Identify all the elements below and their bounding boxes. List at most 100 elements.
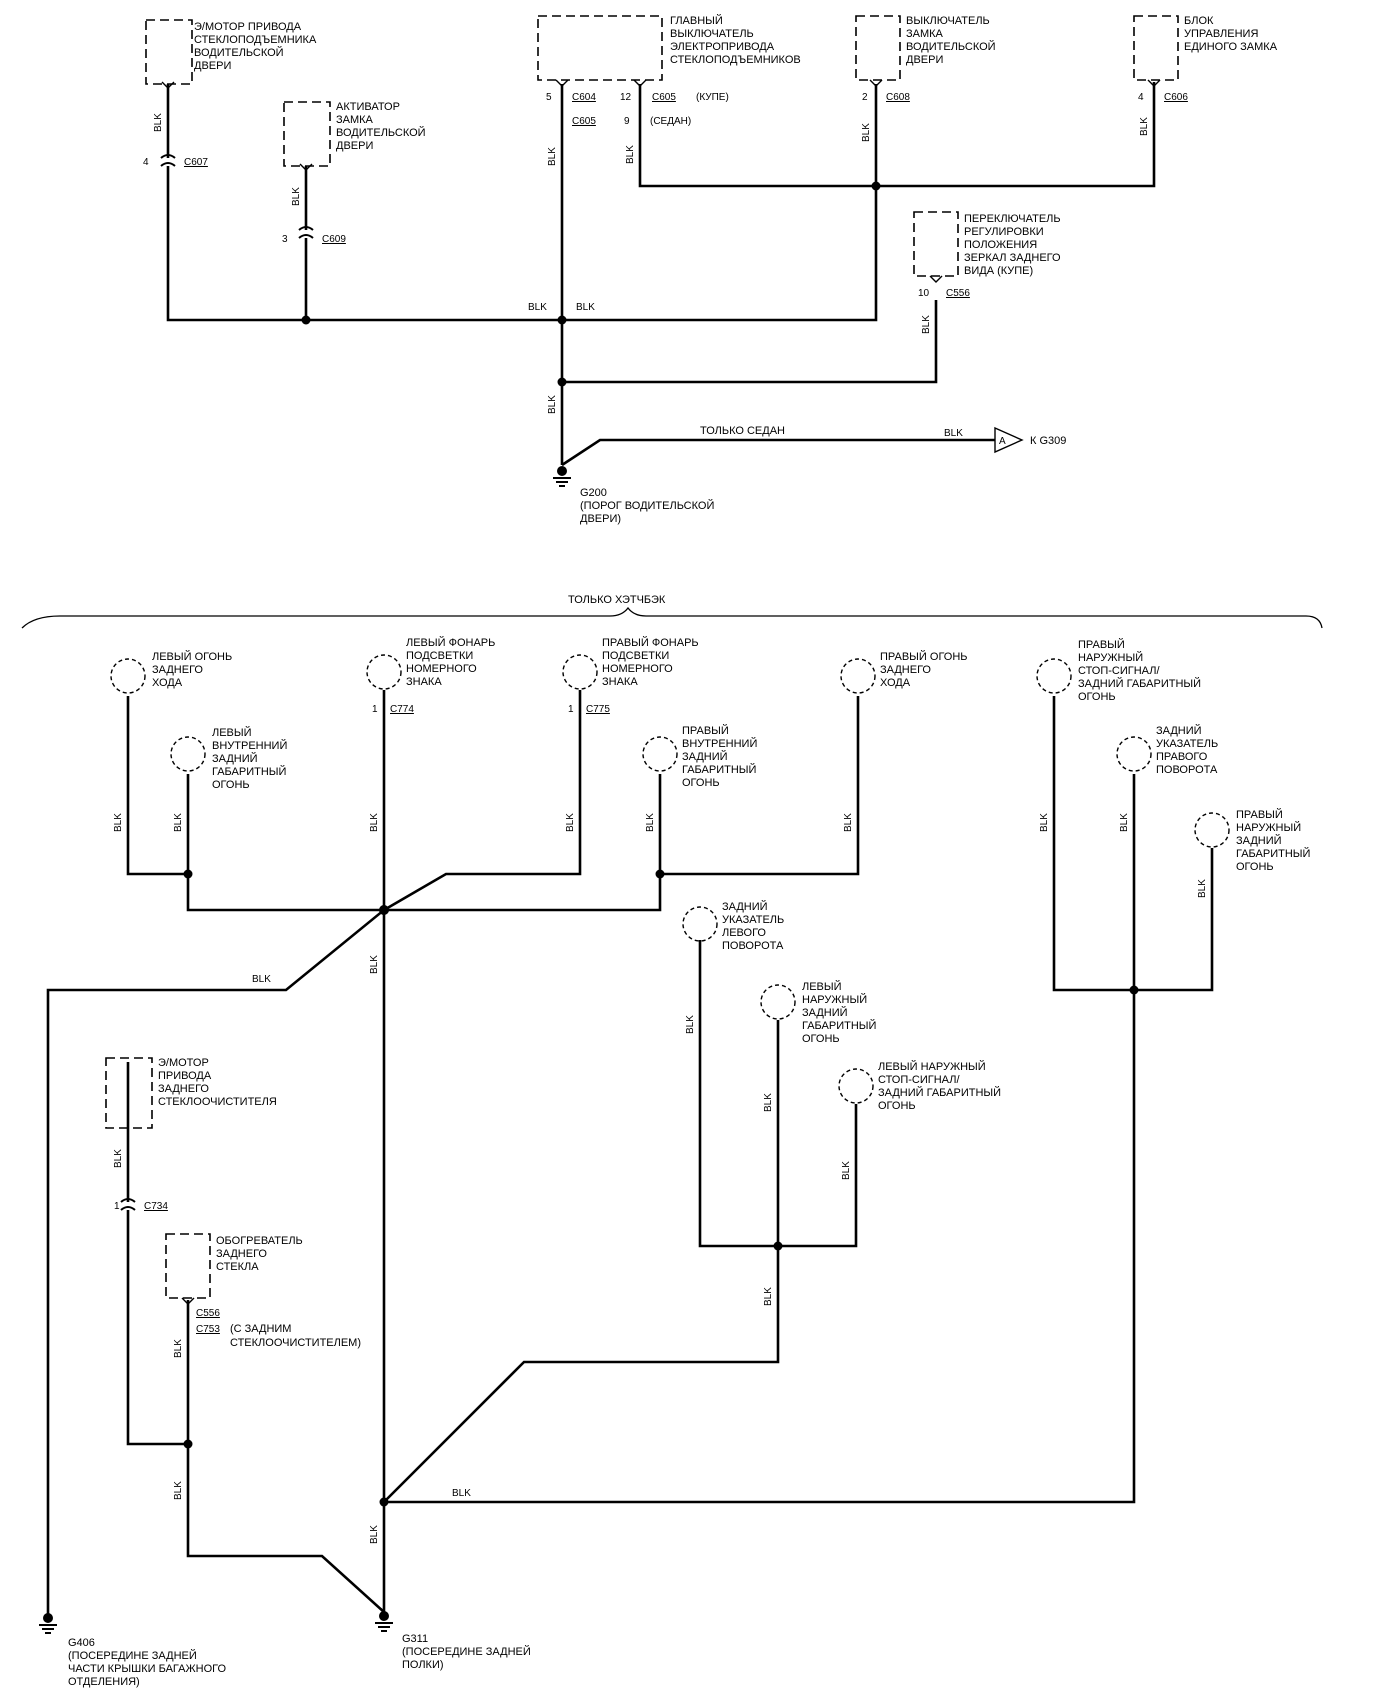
svg-text:ХОДА: ХОДА [880, 677, 911, 689]
svg-text:BLK: BLK [173, 1339, 184, 1358]
left-inner-tail-bulb [170, 736, 206, 772]
ground-g406-symbol [39, 1613, 57, 1634]
bottom-wire-labels: BLK BLK BLK BLK BLK BLK BLK BLK BLK BLK … [113, 813, 1208, 1544]
svg-text:BLK: BLK [763, 1093, 774, 1112]
connector-breaks [160, 154, 314, 239]
left-inner-tail-label: ЛЕВЫЙ ВНУТРЕННИЙ ЗАДНИЙ ГАБАРИТНЫЙ ОГОНЬ [212, 726, 287, 791]
top-wire-labels: BLK BLK BLK BLK BLK BLK BLK BLK BLK BLK … [153, 113, 1150, 439]
svg-text:УКАЗАТЕЛЬ: УКАЗАТЕЛЬ [722, 914, 784, 926]
svg-text:A: A [999, 436, 1006, 447]
left-plate-lamp-bulb [366, 654, 402, 690]
svg-text:2: 2 [862, 92, 868, 103]
svg-text:9: 9 [624, 116, 630, 127]
svg-text:ЗАДНЕГО: ЗАДНЕГО [880, 664, 931, 676]
svg-text:ЛЕВОГО: ЛЕВОГО [722, 927, 766, 939]
top-component-boxes [145, 15, 1179, 277]
svg-text:ПЕРЕКЛЮЧАТЕЛЬ: ПЕРЕКЛЮЧАТЕЛЬ [964, 213, 1061, 225]
rear-defroster-label: ОБОГРЕВАТЕЛЬ ЗАДНЕГО СТЕКЛА [216, 1235, 303, 1273]
top-connector-labels: 4 C607 3 C609 5 C604 C605 12 C605 (КУПЕ)… [143, 92, 1188, 299]
svg-text:BLK: BLK [173, 1481, 184, 1500]
top-notes: ТОЛЬКО СЕДАН К G309 G200 (ПОРОГ ВОДИТЕЛЬ… [580, 425, 1066, 525]
svg-text:C609: C609 [322, 234, 346, 245]
svg-text:BLK: BLK [153, 113, 164, 132]
svg-text:ВОДИТЕЛЬСКОЙ: ВОДИТЕЛЬСКОЙ [194, 46, 284, 59]
svg-text:BLK: BLK [944, 428, 963, 439]
svg-text:ГАБАРИТНЫЙ: ГАБАРИТНЫЙ [802, 1019, 876, 1032]
svg-text:ОГОНЬ: ОГОНЬ [682, 777, 720, 789]
svg-text:НОМЕРНОГО: НОМЕРНОГО [602, 663, 673, 675]
svg-text:BLK: BLK [841, 1161, 852, 1180]
svg-text:Э/МОТОР: Э/МОТОР [158, 1057, 209, 1069]
right-outer-tail-label: ПРАВЫЙ НАРУЖНЫЙ ЗАДНИЙ ГАБАРИТНЫЙ ОГОНЬ [1236, 808, 1310, 873]
svg-text:12: 12 [620, 92, 632, 103]
svg-text:C775: C775 [586, 704, 610, 715]
svg-text:БЛОК: БЛОК [1184, 15, 1214, 27]
master-switch-box [537, 15, 663, 81]
svg-text:ОБОГРЕВАТЕЛЬ: ОБОГРЕВАТЕЛЬ [216, 1235, 303, 1247]
svg-text:К G309: К G309 [1030, 435, 1066, 447]
svg-text:ТОЛЬКО ХЭТЧБЭК: ТОЛЬКО ХЭТЧБЭК [568, 594, 666, 606]
right-plate-lamp-bulb [562, 654, 598, 690]
svg-text:ЗАДНИЙ: ЗАДНИЙ [1156, 724, 1202, 737]
wiper-motor-label: Э/МОТОР ПРИВОДА ЗАДНЕГО СТЕКЛООЧИСТИТЕЛЯ [158, 1057, 277, 1108]
svg-text:ОГОНЬ: ОГОНЬ [802, 1033, 840, 1045]
svg-text:4: 4 [1138, 92, 1144, 103]
svg-text:ОГОНЬ: ОГОНЬ [212, 779, 250, 791]
svg-text:BLK: BLK [565, 813, 576, 832]
svg-text:ОГОНЬ: ОГОНЬ [878, 1100, 916, 1112]
right-plate-lamp-label: ПРАВЫЙ ФОНАРЬ ПОДСВЕТКИ НОМЕРНОГО ЗНАКА [602, 636, 699, 688]
svg-text:ЧАСТИ КРЫШКИ БАГАЖНОГО: ЧАСТИ КРЫШКИ БАГАЖНОГО [68, 1663, 226, 1675]
svg-text:BLK: BLK [1139, 117, 1150, 136]
right-inner-tail-bulb [642, 736, 678, 772]
svg-text:(КУПЕ): (КУПЕ) [696, 92, 729, 103]
svg-text:ПОВОРОТА: ПОВОРОТА [722, 940, 784, 952]
left-turn-label: ЗАДНИЙ УКАЗАТЕЛЬ ЛЕВОГО ПОВОРОТА [722, 900, 784, 952]
svg-text:BLK: BLK [843, 813, 854, 832]
svg-text:ЭЛЕКТРОПРИВОДА: ЭЛЕКТРОПРИВОДА [670, 41, 775, 53]
svg-text:(СЕДАН): (СЕДАН) [650, 116, 691, 127]
svg-text:BLK: BLK [252, 974, 271, 985]
svg-text:ЗНАКА: ЗНАКА [406, 676, 442, 688]
mirror-switch-label: ПЕРЕКЛЮЧАТЕЛЬ РЕГУЛИРОВКИ ПОЛОЖЕНИЯ ЗЕРК… [964, 213, 1061, 277]
svg-text:BLK: BLK [291, 187, 302, 206]
left-reverse-lamp-bulb [110, 658, 146, 694]
svg-text:C734: C734 [144, 1201, 168, 1212]
svg-text:BLK: BLK [452, 1488, 471, 1499]
svg-text:BLK: BLK [173, 813, 184, 832]
right-outer-stop-label: ПРАВЫЙ НАРУЖНЫЙ СТОП-СИГНАЛ/ ЗАДНИЙ ГАБА… [1078, 638, 1201, 703]
lock-actuator-box [283, 101, 331, 167]
svg-text:1: 1 [114, 1201, 120, 1212]
right-outer-stop-bulb [1036, 658, 1072, 694]
svg-text:ЗАДНИЙ ГАБАРИТНЫЙ: ЗАДНИЙ ГАБАРИТНЫЙ [1078, 677, 1201, 690]
left-outer-tail-label: ЛЕВЫЙ НАРУЖНЫЙ ЗАДНИЙ ГАБАРИТНЫЙ ОГОНЬ [802, 980, 876, 1045]
hatchback-bracket: ТОЛЬКО ХЭТЧБЭК [21, 594, 1323, 629]
svg-text:УПРАВЛЕНИЯ: УПРАВЛЕНИЯ [1184, 28, 1258, 40]
bottom-pin-terminals [181, 1297, 195, 1305]
right-outer-tail-bulb [1194, 812, 1230, 848]
svg-text:1: 1 [372, 704, 378, 715]
left-plate-lamp-label: ЛЕВЫЙ ФОНАРЬ ПОДСВЕТКИ НОМЕРНОГО ЗНАКА [406, 636, 495, 688]
arrow-connector-a: A [994, 426, 1024, 454]
svg-text:ЛЕВЫЙ ФОНАРЬ: ЛЕВЫЙ ФОНАРЬ [406, 636, 495, 649]
svg-text:BLK: BLK [685, 1015, 696, 1034]
svg-text:ПОДСВЕТКИ: ПОДСВЕТКИ [602, 650, 669, 662]
svg-text:ПРАВЫЙ: ПРАВЫЙ [1078, 638, 1125, 651]
svg-text:ПРАВЫЙ ФОНАРЬ: ПРАВЫЙ ФОНАРЬ [602, 636, 699, 649]
svg-text:СТОП-СИГНАЛ/: СТОП-СИГНАЛ/ [1078, 665, 1160, 677]
svg-text:ЗАДНЕГО: ЗАДНЕГО [158, 1083, 209, 1095]
svg-text:ГЛАВНЫЙ: ГЛАВНЫЙ [670, 14, 723, 27]
svg-text:BLK: BLK [369, 955, 380, 974]
svg-text:(ПОРОГ ВОДИТЕЛЬСКОЙ: (ПОРОГ ВОДИТЕЛЬСКОЙ [580, 499, 714, 512]
svg-text:ЗНАКА: ЗНАКА [602, 676, 638, 688]
svg-text:ПРАВЫЙ ОГОНЬ: ПРАВЫЙ ОГОНЬ [880, 650, 968, 663]
svg-text:C774: C774 [390, 704, 414, 715]
svg-text:ВЫКЛЮЧАТЕЛЬ: ВЫКЛЮЧАТЕЛЬ [906, 15, 990, 27]
svg-text:C556: C556 [946, 288, 970, 299]
svg-text:ЗАДНИЙ: ЗАДНИЙ [722, 900, 768, 913]
svg-text:ТОЛЬКО СЕДАН: ТОЛЬКО СЕДАН [700, 425, 785, 437]
svg-text:ВНУТРЕННИЙ: ВНУТРЕННИЙ [212, 739, 287, 752]
svg-text:C605: C605 [652, 92, 676, 103]
svg-text:Э/МОТОР ПРИВОДА: Э/МОТОР ПРИВОДА [194, 21, 302, 33]
window-motor-box [145, 19, 193, 85]
